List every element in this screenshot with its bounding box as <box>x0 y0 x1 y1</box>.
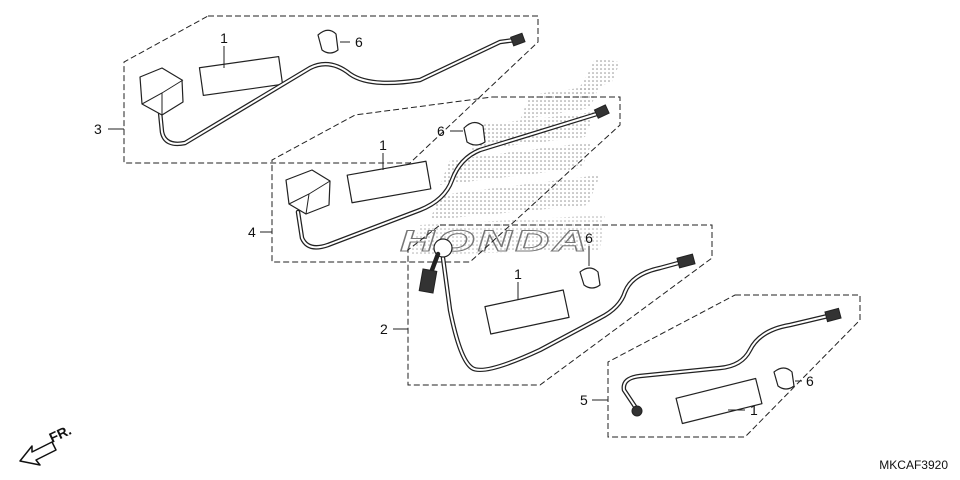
callout-5: 5 <box>580 392 588 408</box>
clip-6d <box>773 367 795 390</box>
callout-6-frame2: 6 <box>585 230 593 246</box>
front-label: FR. <box>47 422 74 446</box>
callout-labels: 1 6 3 1 6 4 1 6 2 5 1 6 <box>94 30 814 418</box>
kit-frame-3 <box>123 15 539 164</box>
kit-frame-2-outline <box>407 224 713 386</box>
honda-wing-watermark: HONDA <box>400 58 620 259</box>
callout-6-frame5: 6 <box>806 373 814 389</box>
kit-frame-3-outline <box>123 15 539 164</box>
sensor-tip-5 <box>631 405 643 417</box>
callout-1-frame3: 1 <box>220 30 228 46</box>
connector-2 <box>676 253 696 269</box>
connector-3 <box>510 32 526 47</box>
clip-6a <box>317 29 339 54</box>
clip-6c <box>579 267 601 289</box>
honda-watermark-text: HONDA <box>400 225 590 258</box>
cover-plate-1c <box>484 289 570 335</box>
kit-frame-5-outline <box>607 294 861 438</box>
sensor-plug-2 <box>418 268 438 294</box>
kit-frame-5 <box>607 294 861 438</box>
callout-4: 4 <box>248 224 256 240</box>
clip-6b <box>463 121 486 146</box>
leader-lines <box>108 41 802 411</box>
callout-6-frame3: 6 <box>355 34 363 50</box>
drawing-code: MKCAF3920 <box>879 458 948 472</box>
callout-1-frame4: 1 <box>379 137 387 153</box>
cover-plate-1b <box>346 160 432 204</box>
switch-unit-4 <box>285 169 331 215</box>
callout-2: 2 <box>380 321 388 337</box>
connector-5 <box>824 307 842 323</box>
callout-1-frame2: 1 <box>514 266 522 282</box>
cover-plate-1d <box>675 377 763 425</box>
callout-3: 3 <box>94 121 102 137</box>
connector-4 <box>593 104 610 119</box>
kit-frame-2 <box>407 224 713 386</box>
front-arrow-icon <box>19 441 57 466</box>
callout-1-frame5: 1 <box>750 402 758 418</box>
kit-frame-4 <box>271 96 621 263</box>
front-direction-marker: FR. <box>19 422 74 466</box>
callout-6-frame4: 6 <box>437 123 445 139</box>
cover-plate-1a <box>198 55 284 97</box>
